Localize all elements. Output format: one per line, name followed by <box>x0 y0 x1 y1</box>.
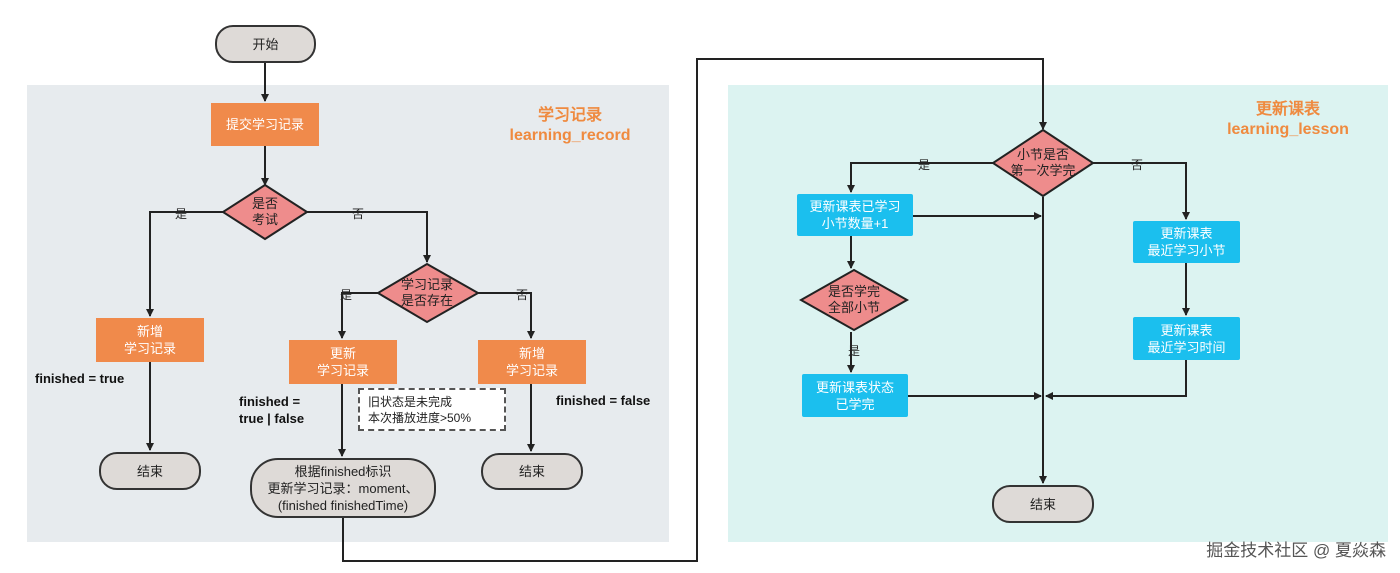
diamond-is-exam <box>221 183 309 241</box>
end-right-terminal: 结束 <box>481 453 583 490</box>
left-title-cn: 学习记录 <box>537 107 602 124</box>
arrow-exam-no <box>307 211 431 263</box>
yes-label-alldone: 是 <box>848 344 861 358</box>
end-right-panel-terminal: 结束 <box>992 485 1094 523</box>
update-status-process: 更新课表状态 已学完 <box>802 374 908 417</box>
update-count-process: 更新课表已学习 小节数量+1 <box>797 194 913 236</box>
arrow-exam-yes <box>146 211 223 317</box>
all-done-text: 是否学完 全部小节 <box>827 284 880 315</box>
no-label-exam: 否 <box>352 207 365 221</box>
arrow-first-no <box>1093 162 1190 220</box>
update-record-process: 更新 学习记录 <box>289 340 397 384</box>
submit-record-process: 提交学习记录 <box>211 103 319 146</box>
diamond-all-done <box>798 268 910 332</box>
yes-label-first: 是 <box>918 158 931 172</box>
first-time-text: 小节是否 第一次学完 <box>1010 147 1076 178</box>
start-terminal: 开始 <box>215 25 316 63</box>
condition-note-box: 旧状态是未完成 本次播放进度>50% <box>358 388 506 431</box>
arrow-exists-no <box>478 292 535 339</box>
left-panel-title: 学习记录 learning_record <box>500 106 640 146</box>
diamond-first-time <box>991 128 1095 198</box>
arrow-first-yes <box>847 162 993 193</box>
no-label-exists: 否 <box>516 288 529 302</box>
add-record-left-process: 新增 学习记录 <box>96 318 204 362</box>
right-title-cn: 更新课表 <box>1255 101 1320 118</box>
finished-true-note: finished = true <box>35 371 125 386</box>
finished-false-note: finished = false <box>556 393 651 408</box>
yes-label-exam: 是 <box>175 207 188 221</box>
watermark: 掘金技术社区 @ 夏焱森 <box>1206 541 1386 560</box>
recent-time-process: 更新课表 最近学习时间 <box>1133 317 1240 360</box>
left-title-en: learning_record <box>509 127 631 144</box>
is-exam-text: 是否 考试 <box>251 196 278 227</box>
arrow-exists-yes <box>338 292 378 339</box>
finished-true-false-note: finished = true | false <box>239 394 305 426</box>
right-panel-title: 更新课表 learning_lesson <box>1218 100 1358 140</box>
end-left-terminal: 结束 <box>99 452 201 490</box>
final-update-terminal: 根据finished标识 更新学习记录：moment、 (finished fi… <box>250 458 436 518</box>
yes-label-exists: 是 <box>340 288 353 302</box>
right-title-en: learning_lesson <box>1227 121 1349 138</box>
no-label-first: 否 <box>1131 158 1144 172</box>
add-record-right-process: 新增 学习记录 <box>478 340 586 384</box>
arrow-time-merge <box>1045 360 1187 400</box>
recent-section-process: 更新课表 最近学习小节 <box>1133 221 1240 263</box>
arrow-bridge <box>342 58 1047 562</box>
diamond-record-exists <box>376 262 481 324</box>
record-exists-text: 学习记录 是否存在 <box>400 277 453 308</box>
